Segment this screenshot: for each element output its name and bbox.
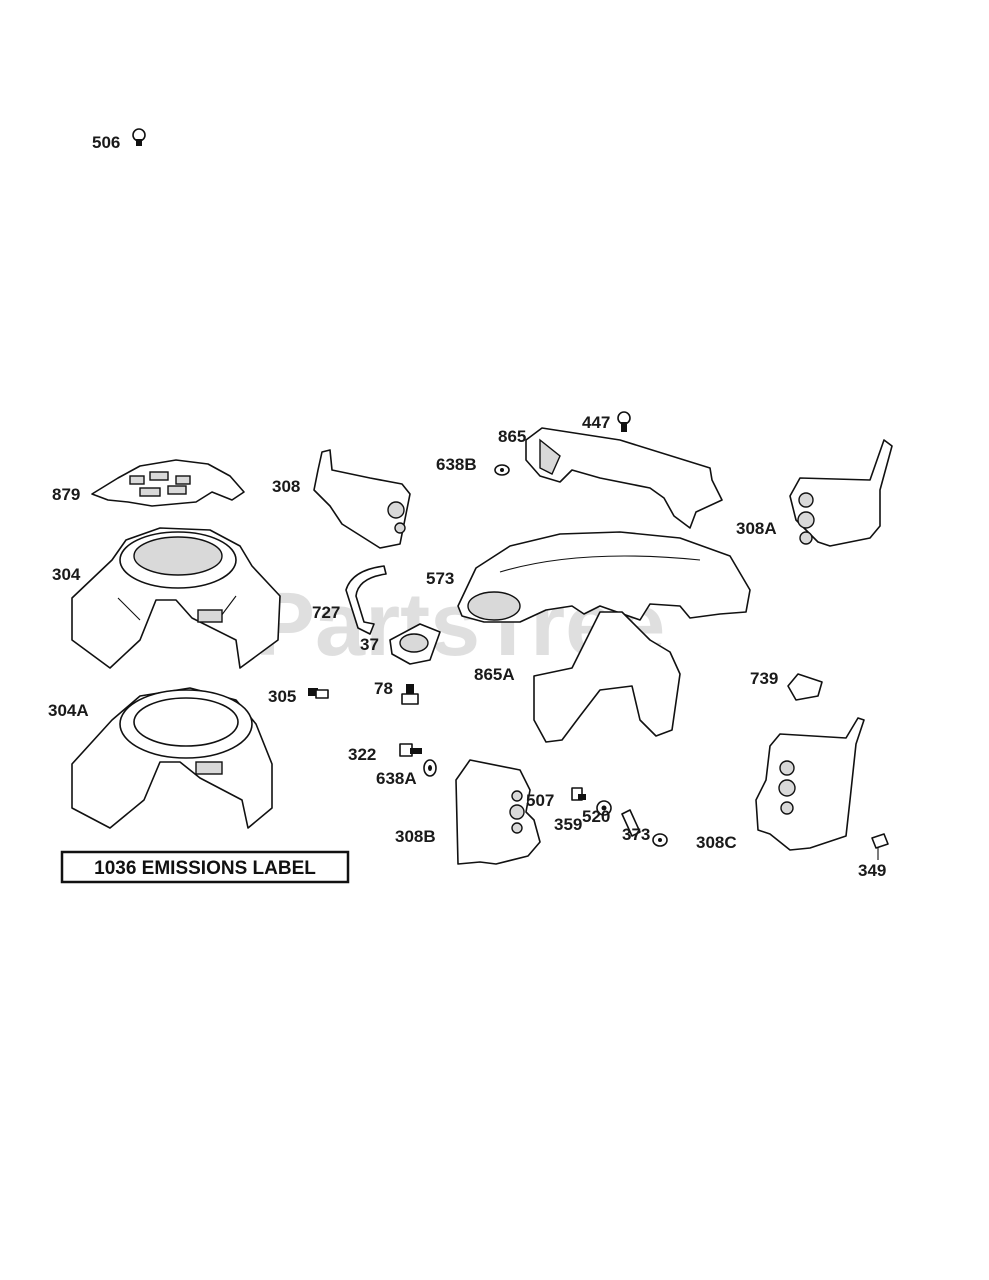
emissions-label-text: 1036 EMISSIONS LABEL	[94, 858, 316, 879]
part-308C-baffle[interactable]	[755, 717, 865, 851]
part-304A-blower-housing[interactable]	[71, 687, 273, 829]
label-447: 447	[582, 413, 610, 432]
emissions-label-box: 1036 EMISSIONS LABEL	[60, 850, 350, 884]
label-359: 359	[554, 815, 582, 834]
part-37-grommet[interactable]	[389, 623, 441, 665]
label-727: 727	[312, 603, 340, 622]
label-305: 305	[268, 687, 296, 706]
part-506-screw[interactable]	[132, 128, 146, 146]
part-638B-nut[interactable]	[494, 464, 510, 476]
part-520-clip[interactable]	[621, 809, 641, 837]
part-638A-nut[interactable]	[423, 759, 437, 777]
label-373: 373	[622, 825, 650, 844]
label-573: 573	[426, 569, 454, 588]
part-308B-baffle[interactable]	[455, 759, 541, 865]
part-447-screw[interactable]	[617, 411, 631, 432]
label-308: 308	[272, 477, 300, 496]
part-879-plate[interactable]	[91, 459, 245, 507]
label-304: 304	[52, 565, 81, 584]
part-507-screw[interactable]	[571, 787, 586, 801]
label-879: 879	[52, 485, 80, 504]
label-349: 349	[858, 861, 886, 880]
part-78-bolt[interactable]	[401, 684, 419, 705]
part-573-shroud-plate[interactable]	[457, 531, 751, 623]
label-322: 322	[348, 745, 376, 764]
label-520: 520	[582, 807, 610, 826]
label-638A: 638A	[376, 769, 417, 788]
label-308A: 308A	[736, 519, 777, 538]
part-349-nut[interactable]	[871, 833, 889, 860]
label-308B: 308B	[395, 827, 436, 846]
label-865A: 865A	[474, 665, 515, 684]
label-37: 37	[360, 635, 379, 654]
label-308C: 308C	[696, 833, 737, 852]
part-865-bracket[interactable]	[525, 427, 723, 529]
label-739: 739	[750, 669, 778, 688]
label-638B: 638B	[436, 455, 477, 474]
part-305-bolt[interactable]	[308, 688, 329, 699]
part-359-washer[interactable]	[596, 800, 612, 816]
part-727-strap[interactable]	[345, 565, 387, 635]
label-506: 506	[92, 133, 120, 152]
label-865: 865	[498, 427, 526, 446]
part-304-blower-housing[interactable]	[71, 527, 281, 669]
part-labels: 506 879 304 304A 308 727 37 78 305 322 6…	[48, 133, 886, 880]
part-322-bolt[interactable]	[399, 743, 422, 757]
part-308A-baffle[interactable]	[789, 439, 893, 547]
part-308-baffle[interactable]	[313, 449, 411, 549]
label-78: 78	[374, 679, 393, 698]
part-739-clip[interactable]	[787, 673, 823, 701]
label-507: 507	[526, 791, 554, 810]
label-304A: 304A	[48, 701, 89, 720]
part-865A-bracket[interactable]	[533, 611, 681, 743]
part-373-nut[interactable]	[652, 833, 668, 847]
